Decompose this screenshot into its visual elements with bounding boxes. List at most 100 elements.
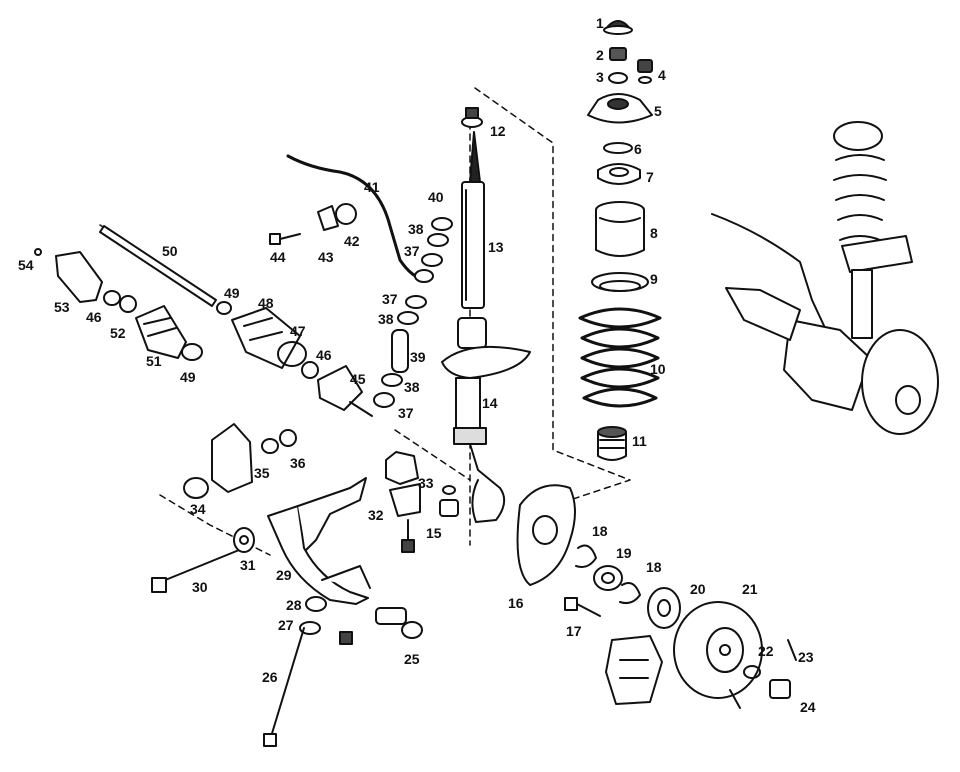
callout-51: 51 — [146, 353, 162, 369]
bolt-30 — [151, 547, 245, 593]
callout-52: 52 — [110, 325, 126, 341]
bushing-31 — [233, 527, 255, 553]
callout-45: 45 — [350, 371, 366, 387]
boot-51 — [135, 305, 187, 359]
callout-37b: 37 — [382, 291, 398, 307]
callout-46b: 46 — [86, 309, 102, 325]
boot-48 — [231, 307, 301, 369]
bracket-34-35 — [183, 423, 253, 499]
nut-lower — [339, 631, 353, 645]
circlip-18b — [619, 582, 641, 605]
callout-18a: 18 — [592, 523, 608, 539]
ball-joint-25 — [375, 607, 423, 639]
bump-stop-11 — [597, 426, 627, 461]
ring-46b — [301, 361, 319, 379]
hub-20 — [647, 587, 681, 629]
callout-3: 3 — [596, 69, 604, 85]
callout-34: 34 — [190, 501, 206, 517]
nut-4 — [637, 59, 653, 84]
bracket-32 — [389, 483, 421, 553]
lower-arm-29 — [267, 477, 371, 605]
callout-16: 16 — [508, 595, 524, 611]
bushings-27-28 — [299, 596, 327, 635]
callout-46a: 46 — [316, 347, 332, 363]
callout-41: 41 — [364, 179, 380, 195]
assembled-view — [711, 121, 939, 435]
callout-2: 2 — [596, 47, 604, 63]
callout-1: 1 — [596, 15, 604, 31]
callout-49a: 49 — [224, 285, 240, 301]
callout-13: 13 — [488, 239, 504, 255]
dust-boot-8 — [595, 201, 645, 257]
bracket-42-43 — [269, 203, 357, 245]
clamp-33 — [385, 451, 419, 485]
washer-22 — [743, 665, 761, 679]
callout-49b: 49 — [180, 369, 196, 385]
hub-nut-24 — [769, 679, 791, 699]
callout-4: 4 — [658, 67, 666, 83]
callout-53: 53 — [54, 299, 70, 315]
callout-10: 10 — [650, 361, 666, 377]
callout-47: 47 — [290, 323, 306, 339]
callout-9: 9 — [650, 271, 658, 287]
callout-25: 25 — [404, 651, 420, 667]
callout-17: 17 — [566, 623, 582, 639]
callout-50: 50 — [162, 243, 178, 259]
strut-top-cap — [603, 20, 633, 35]
callout-14: 14 — [482, 395, 498, 411]
drive-shaft-50 — [99, 225, 217, 307]
strut-nut — [609, 47, 627, 61]
spring-seat-7 — [597, 163, 641, 185]
bolt-17 — [564, 597, 601, 617]
strut-washer — [608, 72, 628, 84]
callout-12: 12 — [490, 123, 506, 139]
long-bolt-26 — [263, 627, 305, 747]
callout-31: 31 — [240, 557, 256, 573]
callout-29: 29 — [276, 567, 292, 583]
coil-spring-10 — [578, 307, 662, 408]
callout-42: 42 — [344, 233, 360, 249]
wheel-bearing-19 — [593, 565, 623, 591]
shock-absorber-13 — [461, 131, 485, 309]
brake-disc-21 — [673, 601, 763, 699]
callout-5: 5 — [654, 103, 662, 119]
link-bushings — [373, 217, 453, 408]
spring-pad-9 — [591, 272, 649, 292]
strut-housing-14 — [441, 317, 531, 523]
callout-38b: 38 — [378, 311, 394, 327]
callout-11: 11 — [632, 433, 647, 449]
callout-27: 27 — [278, 617, 294, 633]
callout-20: 20 — [690, 581, 706, 597]
callout-21: 21 — [742, 581, 758, 597]
callout-30: 30 — [192, 579, 208, 595]
callout-36: 36 — [290, 455, 306, 471]
callout-35: 35 — [254, 465, 270, 481]
caliper — [605, 635, 663, 705]
bushing-36 — [261, 429, 297, 454]
callout-15: 15 — [426, 525, 442, 541]
callout-18b: 18 — [646, 559, 662, 575]
callout-24: 24 — [800, 699, 816, 715]
clamp-49b — [216, 301, 232, 315]
rings-46-52 — [103, 290, 137, 313]
shock-top-washer — [461, 107, 483, 128]
callout-37a: 37 — [398, 405, 414, 421]
callout-37c: 37 — [404, 243, 420, 259]
callout-48: 48 — [258, 295, 274, 311]
callout-28: 28 — [286, 597, 302, 613]
callout-54: 54 — [18, 257, 34, 273]
callout-38a: 38 — [404, 379, 420, 395]
callout-32: 32 — [368, 507, 384, 523]
upper-mount — [587, 93, 653, 124]
dust-shield-16 — [516, 484, 576, 586]
callout-23: 23 — [798, 649, 814, 665]
bushing-15 — [439, 485, 459, 517]
sway-bar-41 — [286, 154, 428, 282]
bearing-6 — [603, 142, 633, 154]
clamp-49a — [181, 343, 203, 361]
cv-joint-outer-53 — [34, 248, 103, 303]
inner-joint-45 — [317, 365, 373, 417]
callout-7: 7 — [646, 169, 654, 185]
